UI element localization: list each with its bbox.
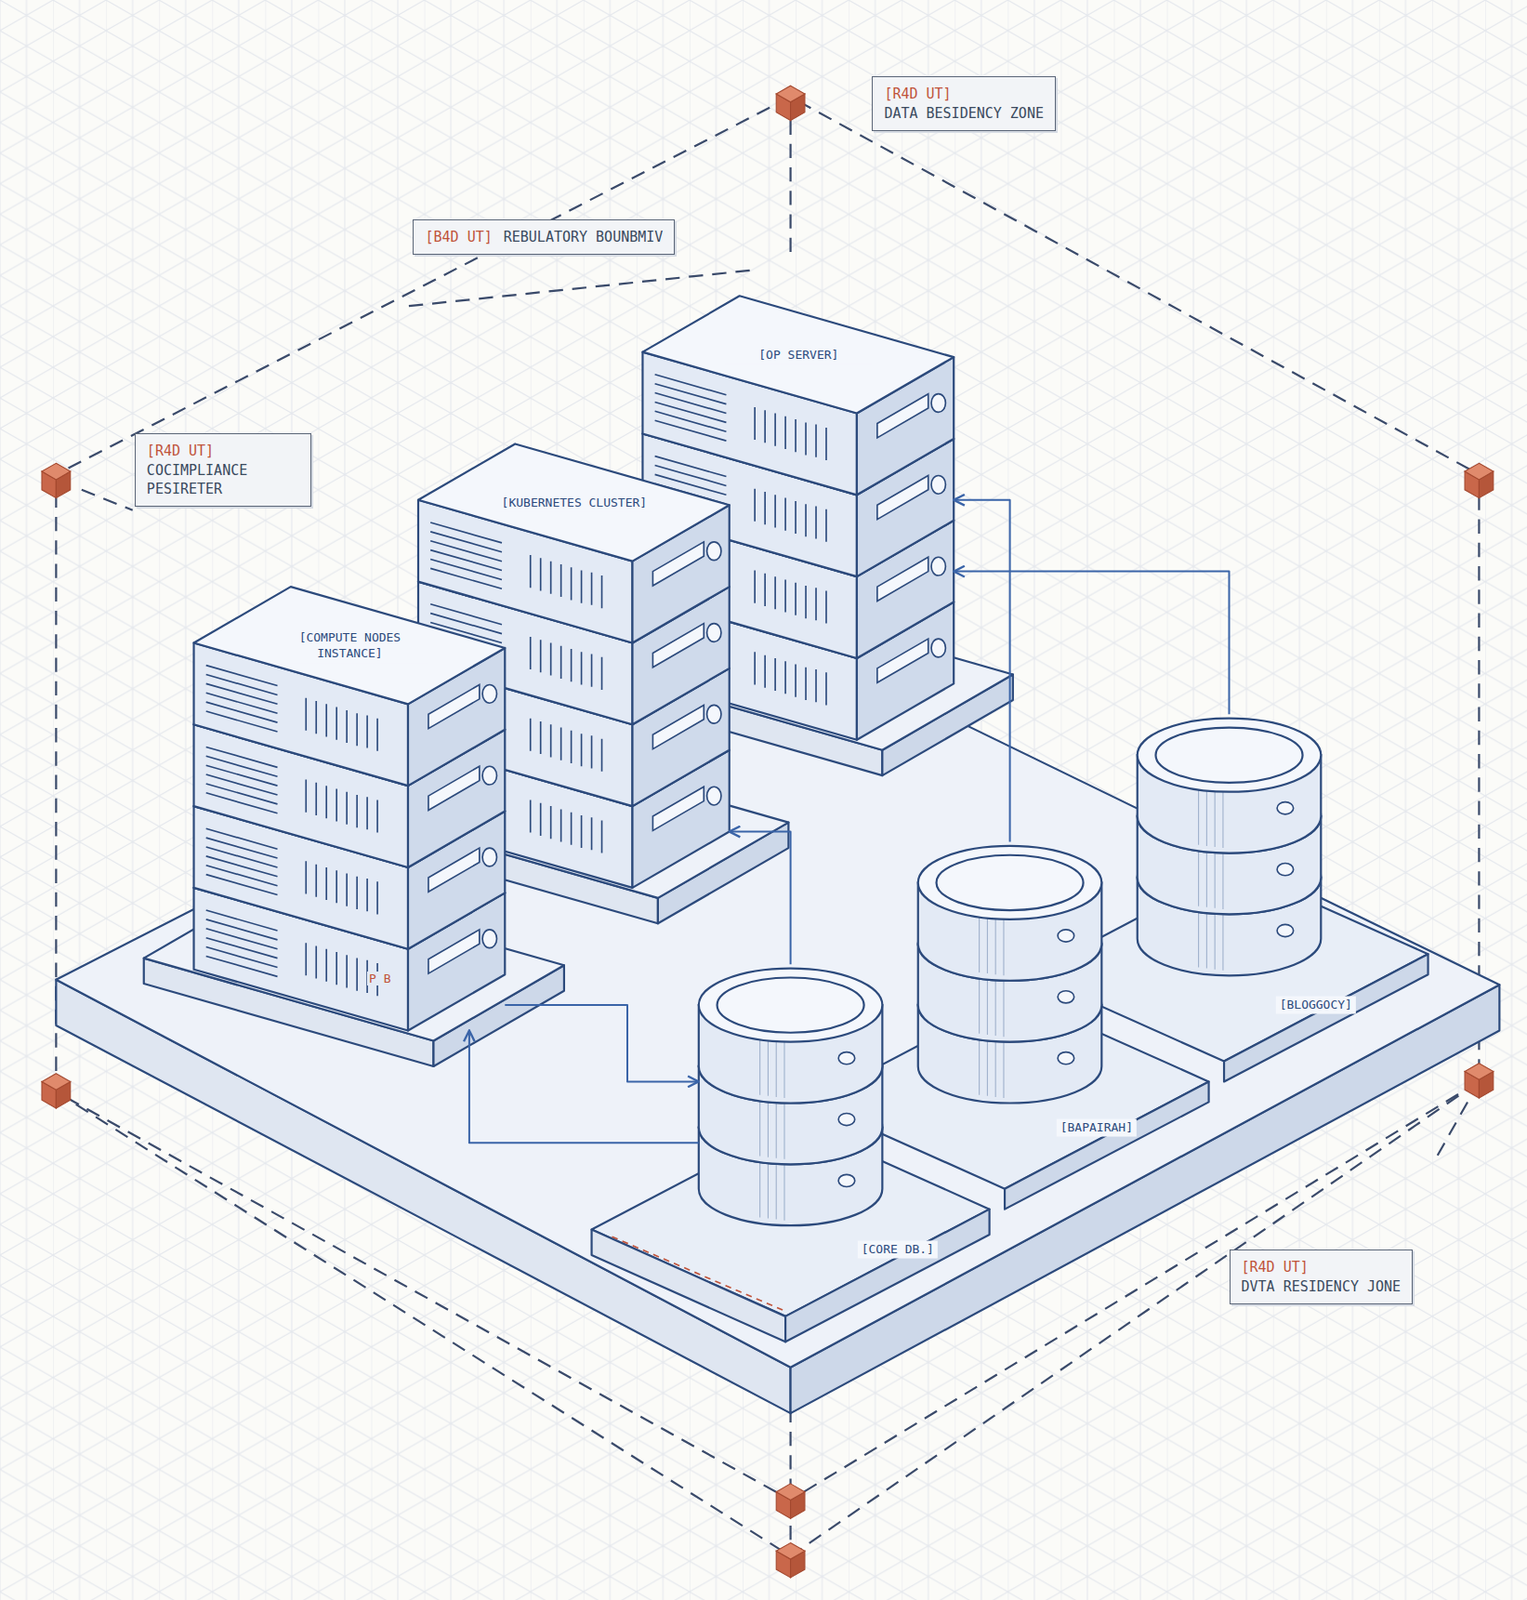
callout-tag: [B4D UT] xyxy=(424,227,492,247)
server-stack: [OP SERVER] xyxy=(642,295,954,739)
callout-plate: [R4D UT]DVTA RESIDENCY JONE xyxy=(1229,1249,1414,1304)
data-flow-arrow xyxy=(729,831,791,965)
node-label: COCIMPLIANCE PESIRETER xyxy=(146,460,301,500)
callout-plate: [R4D UT]DATA BESIDENCY ZONE xyxy=(871,76,1056,132)
node-label: [OP SERVER] xyxy=(724,345,872,364)
node-label: DATA BESIDENCY ZONE xyxy=(883,104,1044,123)
callout-tag: [R4D UT] xyxy=(1241,1257,1402,1277)
node-label: REBULATORY BOUNBMIV xyxy=(503,227,664,247)
database-cylinder: [BAPAIRAH] xyxy=(918,841,1184,1143)
callout-tag: [R4D UT] xyxy=(146,441,301,461)
database-cylinder: [BLOGGOCY] xyxy=(1137,713,1409,1020)
callout-plate: [B4D UT] REBULATORY BOUNBMIV xyxy=(412,219,675,255)
node-label: [CORE DB.] xyxy=(857,1240,938,1259)
node-label: DVTA RESIDENCY JONE xyxy=(1241,1276,1402,1296)
data-flow-arrow xyxy=(953,571,1229,715)
node-label: [BAPAIRAH] xyxy=(1056,1118,1137,1136)
node-label: [KUBERNETES CLUSTER] xyxy=(496,494,653,513)
node-label: [BLOGGOCY] xyxy=(1276,996,1356,1014)
callout-plate: [R4D UT]COCIMPLIANCE PESIRETER xyxy=(134,433,313,507)
node-label: [COMPUTE NODES INSTANCE] xyxy=(271,629,428,663)
data-flow-arrow xyxy=(953,500,1010,843)
data-flow-arrow xyxy=(504,1004,699,1081)
data-flow-arrow xyxy=(469,1030,699,1144)
callout-tag: [R4D UT] xyxy=(883,84,1044,104)
database-cylinder: [CORE DB.] xyxy=(698,963,960,1270)
server-stack: [KUBERNETES CLUSTER] xyxy=(418,443,730,887)
server-stack: [COMPUTE NODES INSTANCE] xyxy=(194,586,506,1030)
marker-label: P B xyxy=(367,971,393,986)
